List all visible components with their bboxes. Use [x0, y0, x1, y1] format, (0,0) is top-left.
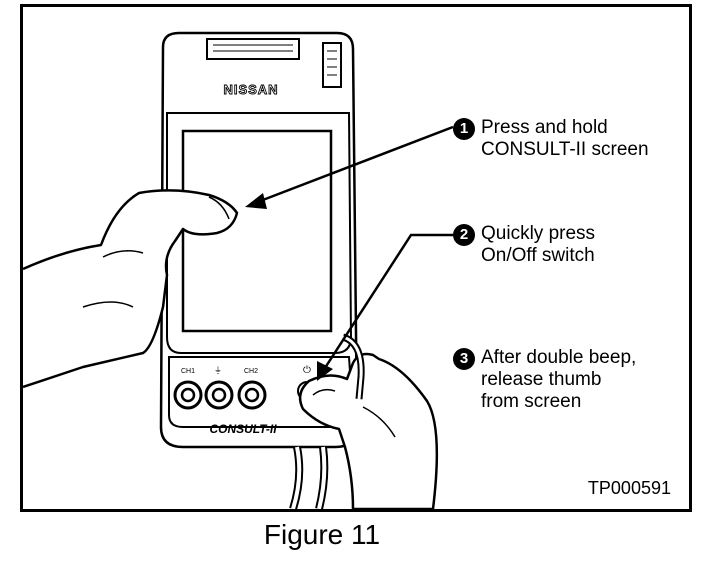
printer-slot	[206, 38, 300, 60]
step-2-line-1: Quickly press	[481, 223, 596, 244]
figure-caption: Figure 11	[263, 519, 381, 550]
step-3-line-1: After double beep,	[481, 347, 637, 368]
port-ch1	[173, 380, 203, 410]
leader-line-1	[254, 125, 454, 205]
step-3-text: After double beep, release thumb from sc…	[481, 347, 636, 413]
port-ch2	[237, 380, 267, 410]
side-connector	[322, 42, 342, 88]
figure-frame: NISSAN CH1 ⏚ CH2 ⏻ CONSULT-II	[20, 4, 692, 512]
step-1-line-1: Press and hold	[481, 117, 608, 138]
brand-logo: NISSAN	[223, 82, 278, 97]
port-ground	[204, 380, 234, 410]
step-1-badge: 1	[453, 118, 475, 140]
power-symbol: ⏻	[303, 365, 311, 376]
port-label-ch1: CH1	[181, 368, 195, 375]
reference-code: TP000591	[587, 478, 671, 498]
step-3-line-2: release thumb	[481, 369, 602, 390]
step-2-text: Quickly press On/Off switch	[481, 223, 595, 267]
step-3-badge: 3	[453, 348, 475, 370]
step-3-line-3: from screen	[481, 391, 582, 412]
port-label-ground: ⏚	[214, 366, 222, 375]
left-hand	[23, 189, 239, 389]
arrowhead-2	[317, 361, 333, 381]
step-1: 1 Press and hold CONSULT-II screen	[453, 117, 649, 161]
model-label: CONSULT-II	[209, 422, 277, 436]
consult-ii-illustration: NISSAN CH1 ⏚ CH2 ⏻ CONSULT-II	[23, 31, 454, 509]
step-2-badge: 2	[453, 224, 475, 246]
step-3: 3 After double beep, release thumb from …	[453, 347, 636, 413]
right-hand	[298, 352, 439, 509]
step-2: 2 Quickly press On/Off switch	[453, 223, 595, 267]
step-1-line-2: CONSULT-II screen	[481, 139, 649, 160]
arrowhead-1	[245, 193, 267, 209]
step-2-line-2: On/Off switch	[481, 245, 595, 266]
leader-line-2	[321, 233, 453, 372]
step-1-text: Press and hold CONSULT-II screen	[481, 117, 649, 161]
port-label-ch2: CH2	[244, 368, 258, 375]
